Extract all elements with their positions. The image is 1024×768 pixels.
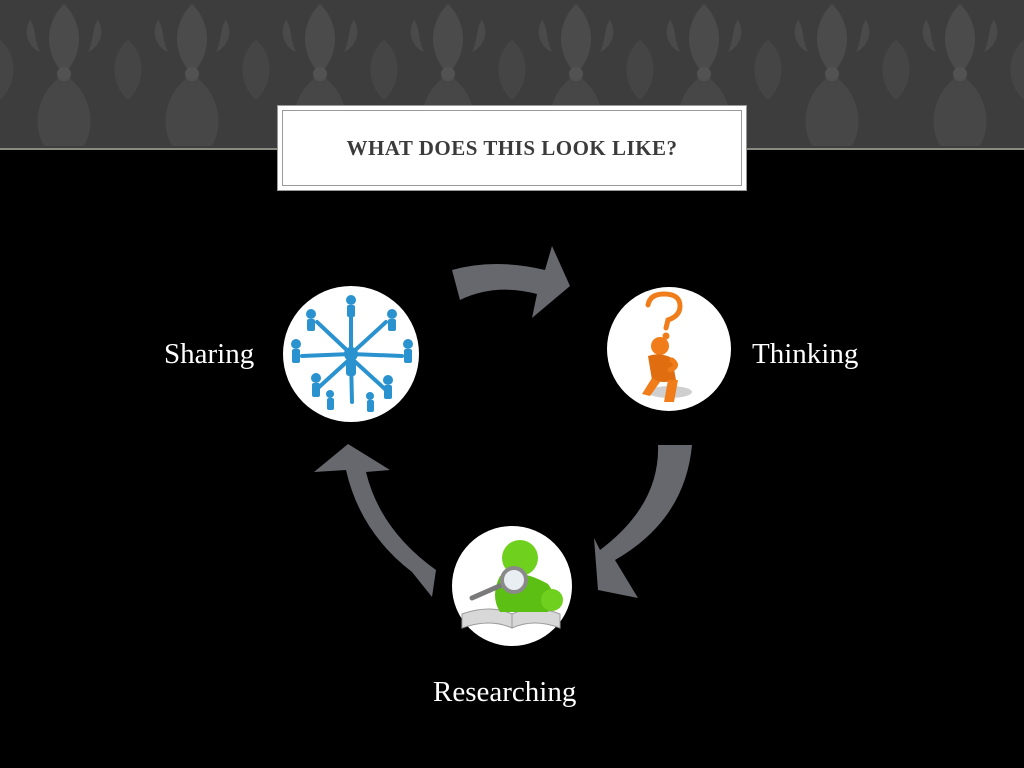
- slide-title: WHAT DOES THIS LOOK LIKE?: [346, 135, 678, 160]
- title-box: WHAT DOES THIS LOOK LIKE?: [277, 105, 747, 191]
- researching-node: [452, 526, 572, 646]
- node-label-thinking: Thinking: [752, 338, 859, 370]
- thinking-node: [607, 287, 731, 411]
- arrow-thinking-to-researching: [594, 445, 692, 598]
- sharing-node: [283, 286, 419, 422]
- title-box-inner: WHAT DOES THIS LOOK LIKE?: [282, 110, 742, 186]
- network-people-icon: [291, 295, 413, 412]
- damask-banner: [0, 0, 1024, 148]
- node-label-sharing: Sharing: [164, 338, 255, 370]
- arrow-sharing-to-thinking: [452, 246, 570, 318]
- node-label-researching: Researching: [433, 676, 577, 708]
- thinking-person-icon: [642, 291, 692, 402]
- researcher-magnifier-icon: [461, 540, 563, 629]
- arrow-researching-to-sharing: [314, 444, 436, 597]
